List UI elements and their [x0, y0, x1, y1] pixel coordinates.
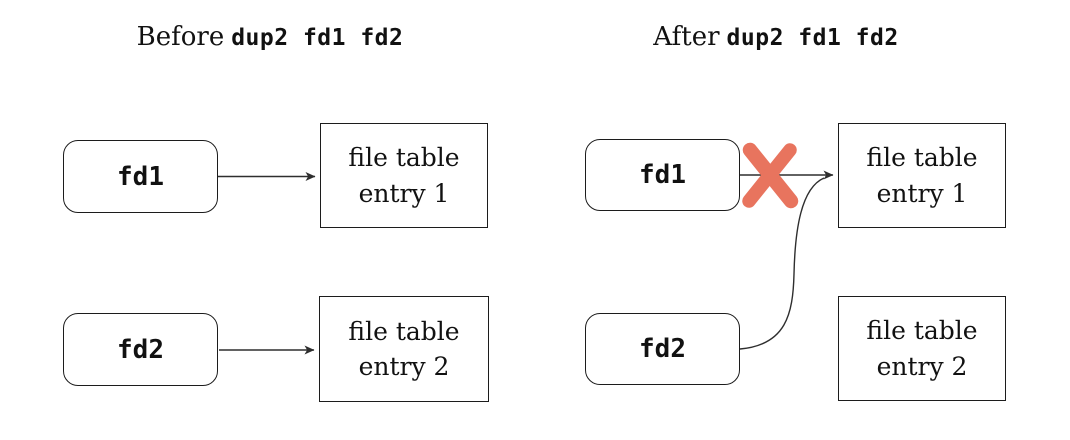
- cross-icon: [742, 142, 799, 209]
- entry-text-line: entry 1: [358, 178, 450, 208]
- before-title-command: dup2 fd1 fd2: [231, 25, 404, 51]
- after-title-serif: After: [653, 22, 720, 52]
- before-fd1-box: fd1: [63, 140, 218, 213]
- entry-text-line: entry 1: [876, 178, 968, 208]
- before-fd2-box: fd2: [63, 313, 218, 386]
- entry-text-line: file table: [348, 143, 460, 172]
- entry-text-line: file table: [348, 316, 460, 346]
- cross-stroke-2: [742, 143, 797, 208]
- cross-stroke-1: [742, 142, 799, 209]
- before-title-serif: Before: [136, 22, 225, 52]
- after-file-table-entry-2-box: file table entry 2: [838, 296, 1006, 401]
- before-file-table-entry-1-box: file table entry 1: [320, 123, 488, 228]
- before-file-table-entry-2-box: file table entry 2: [319, 296, 489, 402]
- after-fd2-to-entry1-curve: [739, 177, 825, 350]
- after-fd2-box: fd2: [585, 313, 740, 385]
- after-file-table-entry-1-box: file table entry 1: [838, 123, 1006, 228]
- entry-text-line: file table: [866, 316, 978, 345]
- entry-text-line: entry 2: [358, 352, 450, 381]
- after-fd2-label: fd2: [639, 334, 686, 364]
- entry-text-line: file table: [866, 143, 978, 172]
- before-fd1-label: fd1: [117, 161, 164, 192]
- entry-text-line: entry 2: [876, 351, 968, 381]
- after-title-command: dup2 fd1 fd2: [726, 25, 899, 51]
- before-fd2-label: fd2: [117, 334, 164, 365]
- after-fd1-label: fd1: [639, 160, 686, 190]
- after-fd1-box: fd1: [585, 139, 740, 211]
